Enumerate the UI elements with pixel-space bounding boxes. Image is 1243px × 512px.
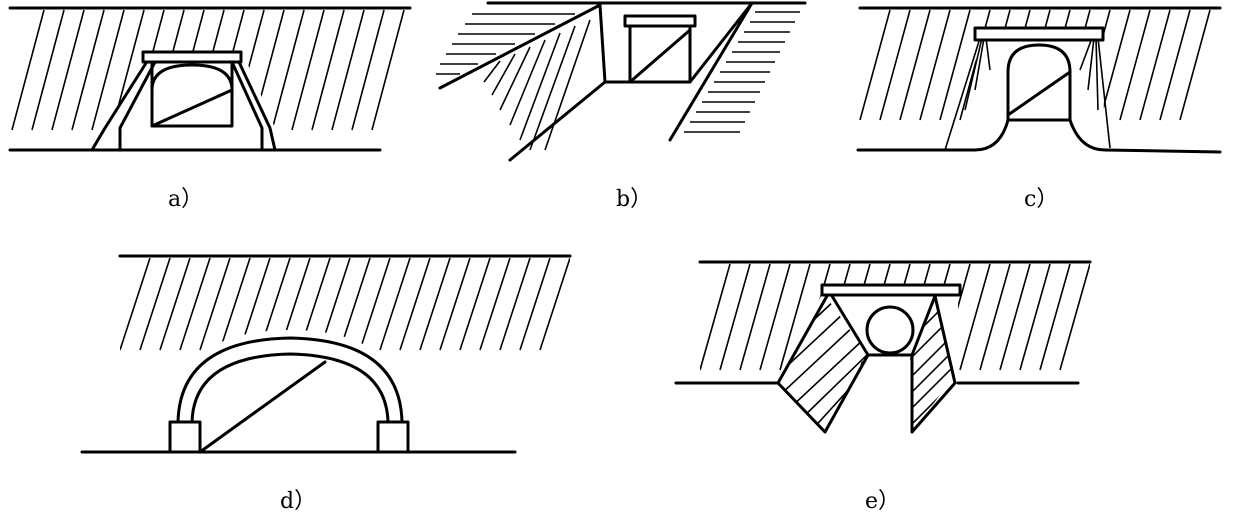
label-d: d） xyxy=(280,489,316,512)
label-a: a） xyxy=(168,187,203,212)
diagonal-a xyxy=(150,88,234,128)
diagram-a: a） xyxy=(8,6,412,212)
footing-right-d xyxy=(376,420,410,454)
wall-hatching-b xyxy=(483,19,591,151)
arch-a xyxy=(150,63,234,92)
diagonal-c xyxy=(1006,70,1072,117)
diagram-b: b） xyxy=(436,1,807,212)
arch-opening-c xyxy=(1006,43,1072,122)
wing-walls-a xyxy=(90,58,277,152)
diagram-e: e） xyxy=(674,260,1092,512)
label-c: c） xyxy=(1024,187,1058,212)
label-e: e） xyxy=(865,489,900,512)
slope-fan-c xyxy=(944,37,1111,151)
opening-frame-b xyxy=(628,24,692,84)
cover-slab-c xyxy=(973,26,1105,42)
soil-hatching-b-right xyxy=(684,11,800,133)
diagonal-b xyxy=(628,28,692,84)
cover-slab-e xyxy=(820,283,962,297)
arch-inner-d xyxy=(190,352,390,424)
soil-hatching-b-left xyxy=(436,13,575,75)
trench-outline-e xyxy=(776,294,957,434)
arch-outer-d xyxy=(176,336,404,424)
opening-frame-a xyxy=(150,60,234,128)
pipe-e xyxy=(865,305,915,355)
diagram-d: d） xyxy=(80,254,572,512)
soil-hatching-d xyxy=(120,258,570,351)
diagram-c: c） xyxy=(856,6,1222,212)
diagonal-d xyxy=(198,360,327,454)
label-b: b） xyxy=(616,187,652,212)
footing-left-d xyxy=(168,420,202,454)
